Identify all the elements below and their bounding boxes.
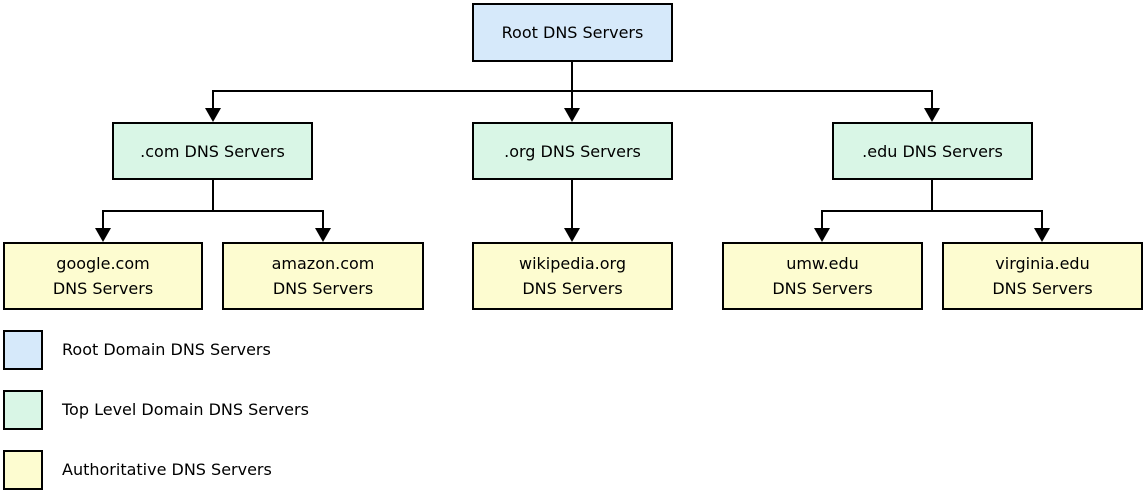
legend-swatch-tld [3, 390, 43, 430]
arrowhead-virginia-icon [1034, 228, 1050, 242]
connector-drop-virginia [1041, 210, 1043, 230]
arrowhead-com-icon [205, 108, 221, 122]
node-umw-dns-servers: umw.edu DNS Servers [722, 242, 923, 310]
connector-drop-google [102, 210, 104, 230]
legend-swatch-root [3, 330, 43, 370]
node-root-dns-servers: Root DNS Servers [472, 3, 673, 62]
legend-label-authoritative: Authoritative DNS Servers [62, 460, 272, 479]
connector-com-stub [212, 180, 214, 212]
connector-edu-horizontal [821, 210, 1043, 212]
arrowhead-umw-icon [814, 228, 830, 242]
node-org-dns-servers: .org DNS Servers [472, 122, 673, 180]
connector-drop-amazon [322, 210, 324, 230]
connector-drop-org [571, 90, 573, 110]
arrowhead-org-icon [564, 108, 580, 122]
connector-root-stub [571, 62, 573, 92]
connector-com-horizontal [102, 210, 324, 212]
arrowhead-wikipedia-icon [564, 228, 580, 242]
legend-label-tld: Top Level Domain DNS Servers [62, 400, 309, 419]
connector-drop-edu [931, 90, 933, 110]
legend-swatch-authoritative [3, 450, 43, 490]
connector-drop-umw [821, 210, 823, 230]
arrowhead-edu-icon [924, 108, 940, 122]
arrowhead-amazon-icon [315, 228, 331, 242]
arrowhead-google-icon [95, 228, 111, 242]
node-com-dns-servers: .com DNS Servers [112, 122, 313, 180]
node-google-dns-servers: google.com DNS Servers [3, 242, 203, 310]
legend-label-root: Root Domain DNS Servers [62, 340, 271, 359]
node-amazon-dns-servers: amazon.com DNS Servers [222, 242, 424, 310]
node-virginia-dns-servers: virginia.edu DNS Servers [942, 242, 1143, 310]
connector-drop-wikipedia [571, 180, 573, 230]
node-edu-dns-servers: .edu DNS Servers [832, 122, 1033, 180]
connector-edu-stub [931, 180, 933, 212]
node-wikipedia-dns-servers: wikipedia.org DNS Servers [472, 242, 673, 310]
connector-drop-com [212, 90, 214, 110]
